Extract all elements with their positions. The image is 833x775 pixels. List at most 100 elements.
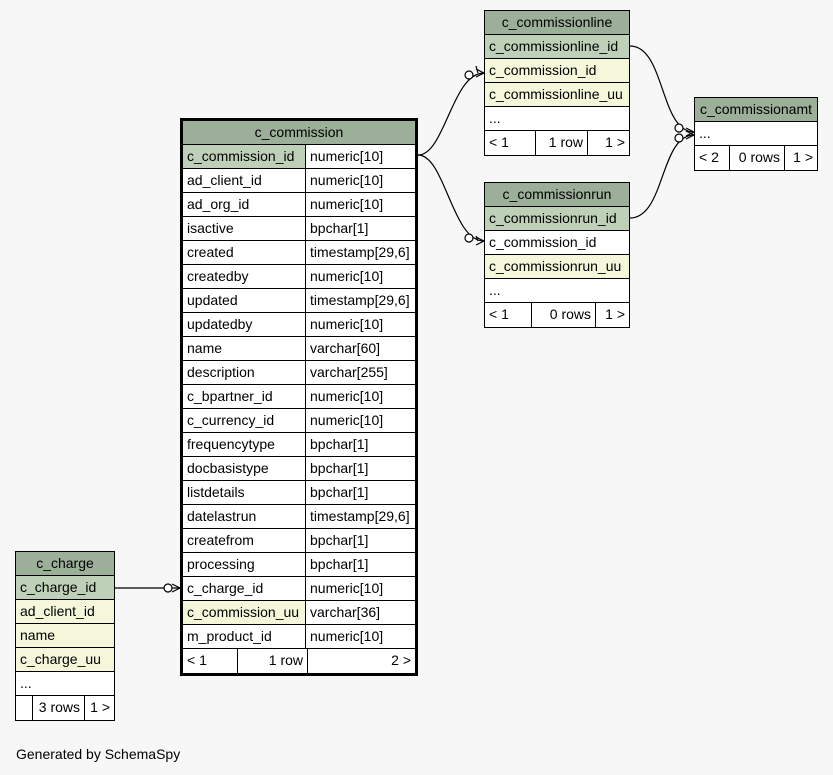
column-name: c_commission_id xyxy=(489,234,597,250)
child-count[interactable]: 2 > xyxy=(307,649,415,673)
column-name: ... xyxy=(489,282,501,298)
child-count[interactable]: 1 > xyxy=(595,303,629,327)
parent-count[interactable]: < 1 xyxy=(489,134,509,150)
edge-commissionline-to-commissionamt xyxy=(629,45,695,133)
column-row[interactable]: c_charge_uu xyxy=(16,648,114,672)
table-title: c_commissionamt xyxy=(695,98,817,122)
column-type: numeric[10] xyxy=(305,265,415,288)
optional-circle-marker xyxy=(464,233,474,243)
optional-circle-marker xyxy=(464,70,474,80)
parent-count[interactable] xyxy=(16,696,32,720)
column-row[interactable]: c_charge_id xyxy=(16,576,114,600)
child-count[interactable]: 1 > xyxy=(84,696,114,720)
column-name: c_commissionrun_uu xyxy=(489,258,622,274)
column-name: ad_client_id xyxy=(187,172,262,188)
column-name: updated xyxy=(187,292,238,308)
column-type: bpchar[1] xyxy=(305,481,415,504)
column-name: c_commission_uu xyxy=(187,604,300,620)
crow-foot-marker xyxy=(685,127,695,137)
column-row[interactable]: c_commissionrun_id xyxy=(485,207,629,231)
column-name: c_charge_uu xyxy=(20,651,101,667)
column-row[interactable]: c_commission_id xyxy=(485,231,629,255)
column-name: name xyxy=(20,627,56,643)
column-name: ... xyxy=(489,110,501,126)
table-title: c_charge xyxy=(16,552,114,576)
column-name: c_charge_id xyxy=(20,579,97,595)
column-row[interactable]: c_commissionrun_uu xyxy=(485,255,629,279)
column-name: ad_org_id xyxy=(187,196,250,212)
crow-foot-marker xyxy=(685,130,695,140)
column-type: timestamp[29,6] xyxy=(305,505,415,528)
column-row[interactable]: ... xyxy=(485,107,629,131)
column-row[interactable]: c_commissionline_uu xyxy=(485,83,629,107)
column-row[interactable]: name varchar[60] xyxy=(183,337,415,361)
column-name: ad_client_id xyxy=(20,603,95,619)
column-name: datelastrun xyxy=(187,508,257,524)
column-name: name xyxy=(187,340,223,356)
column-name: c_commissionline_uu xyxy=(489,86,623,102)
column-row[interactable]: description varchar[255] xyxy=(183,361,415,385)
column-row[interactable]: c_commission_id xyxy=(485,59,629,83)
row-count: 0 rows xyxy=(729,146,784,170)
column-row[interactable]: name xyxy=(16,624,114,648)
column-row[interactable]: ... xyxy=(485,279,629,303)
edge-commissionrun-to-commissionamt xyxy=(629,134,695,219)
crow-foot-marker xyxy=(475,65,485,78)
parent-count[interactable]: < 1 xyxy=(489,306,509,322)
optional-circle-marker xyxy=(674,123,684,133)
column-type: varchar[255] xyxy=(305,361,415,384)
column-type: numeric[10] xyxy=(305,169,415,192)
child-count[interactable]: 1 > xyxy=(587,131,629,155)
column-row[interactable]: ad_client_id numeric[10] xyxy=(183,169,415,193)
parent-count[interactable]: < 1 xyxy=(187,652,207,668)
column-type: numeric[10] xyxy=(305,193,415,216)
row-count: 1 row xyxy=(237,649,307,673)
column-name: c_commissionline_id xyxy=(489,38,619,54)
column-type: varchar[60] xyxy=(305,337,415,360)
column-type: numeric[10] xyxy=(305,385,415,408)
parent-count[interactable]: < 2 xyxy=(699,149,719,165)
column-name: frequencytype xyxy=(187,436,275,452)
column-row[interactable]: frequencytype bpchar[1] xyxy=(183,433,415,457)
column-name: c_commission_id xyxy=(489,62,597,78)
column-name: createfrom xyxy=(187,532,254,548)
column-name: ... xyxy=(20,675,32,691)
child-count[interactable]: 1 > xyxy=(784,146,817,170)
column-row[interactable]: ad_client_id xyxy=(16,600,114,624)
column-name: description xyxy=(187,364,255,380)
column-row[interactable]: datelastrun timestamp[29,6] xyxy=(183,505,415,529)
column-type: bpchar[1] xyxy=(305,433,415,456)
table-title: c_commissionrun xyxy=(485,183,629,207)
edge-commission-to-commissionline xyxy=(417,72,485,156)
column-row[interactable]: ... xyxy=(16,672,114,696)
optional-circle-marker xyxy=(163,583,173,593)
column-row[interactable]: c_commissionline_id xyxy=(485,35,629,59)
column-row[interactable]: ad_org_id numeric[10] xyxy=(183,193,415,217)
optional-circle-marker xyxy=(674,133,684,143)
column-row[interactable]: ... xyxy=(695,122,817,146)
edge-commission-to-commissionrun xyxy=(417,154,485,242)
row-count: 3 rows xyxy=(32,696,84,720)
crow-foot-marker xyxy=(171,583,181,593)
